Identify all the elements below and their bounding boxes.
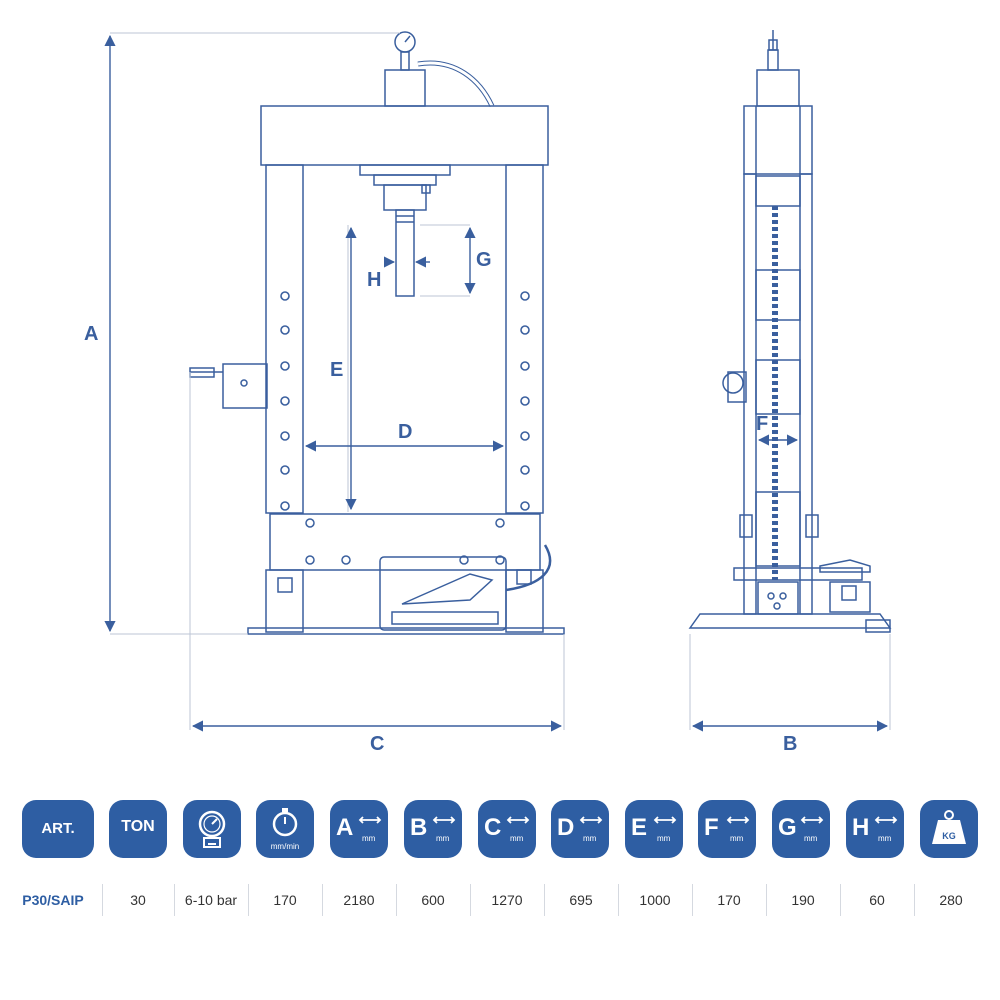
value-pressure: 6-10 bar (184, 892, 238, 908)
side-dimensions (689, 634, 891, 730)
dim-C-header-tile: C mm (478, 800, 536, 858)
dim-E-header-tile: E mm (625, 800, 683, 858)
pressure-gauge-icon (183, 800, 241, 858)
value-ton: 30 (130, 892, 146, 908)
press-table (269, 513, 541, 571)
front-dimensions (110, 32, 565, 730)
top-beam (260, 105, 549, 166)
value-H: 60 (869, 892, 885, 908)
foot-pump (379, 556, 507, 631)
right-column (505, 164, 544, 514)
label-D: D (398, 421, 412, 443)
value-weight: 280 (939, 892, 963, 908)
front-view (189, 31, 565, 635)
weight-kg-icon: KG (920, 800, 978, 858)
dim-H-header-tile: H mm (846, 800, 904, 858)
dim-F-header-tile: F mm (698, 800, 756, 858)
label-A: A (84, 323, 98, 345)
ton-header-tile: TON (109, 800, 167, 858)
dim-D-header-tile: D mm (551, 800, 609, 858)
column-holes (280, 291, 530, 511)
value-F: 170 (717, 892, 741, 908)
value-G: 190 (791, 892, 815, 908)
value-E: 1000 (639, 892, 671, 908)
label-B: B (783, 733, 797, 755)
art-header-tile: ART. (22, 800, 94, 858)
dim-A-header-tile: A mm (330, 800, 388, 858)
value-B: 600 (421, 892, 445, 908)
left-column (265, 164, 304, 514)
press-technical-drawing: A C D E G H B F (84, 30, 892, 755)
speed-stopwatch-icon: mm/min (256, 800, 314, 858)
label-G: G (476, 249, 492, 271)
value-D: 695 (569, 892, 593, 908)
value-speed: 170 (273, 892, 297, 908)
spec-values-row: P30/SAIP 30 6-10 bar 170 2180 600 1270 6… (0, 884, 1000, 918)
label-C: C (370, 733, 384, 755)
label-E: E (330, 359, 343, 381)
dim-G-header-tile: G mm (772, 800, 830, 858)
value-A: 2180 (343, 892, 375, 908)
dim-B-header-tile: B mm (404, 800, 462, 858)
label-F: F (756, 413, 768, 435)
label-H: H (367, 269, 381, 291)
value-C: 1270 (491, 892, 523, 908)
article-code: P30/SAIP (22, 892, 84, 908)
spec-header-row: ART. TON mm/min A mm B mm C mm (0, 800, 1000, 866)
side-view (688, 30, 892, 633)
